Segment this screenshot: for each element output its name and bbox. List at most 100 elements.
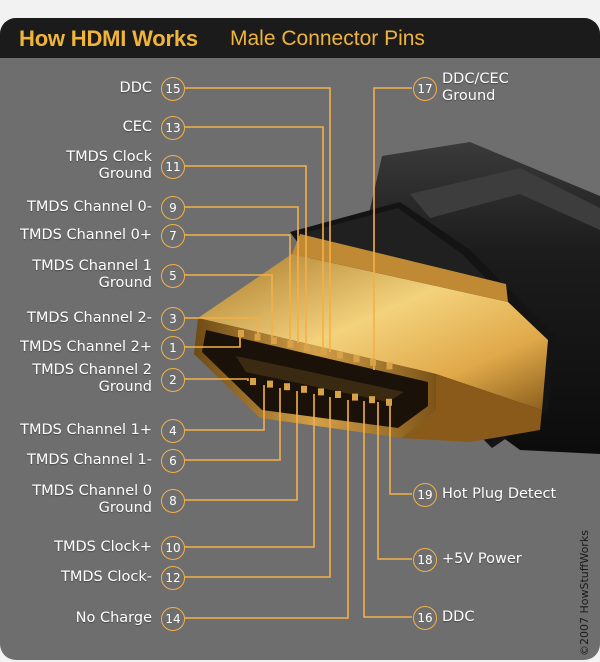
leader-line-pin-17 [373, 87, 412, 370]
pin-label-line1: TMDS Channel 1- [27, 451, 152, 468]
pin-contact [320, 348, 327, 355]
pin-contact [386, 362, 393, 370]
pin-badge-7: 7 [161, 224, 185, 248]
pin-contact [238, 330, 244, 337]
pin-contact [287, 340, 294, 348]
pin-contact [386, 398, 392, 406]
leader-line-pin-13 [184, 126, 324, 349]
pin-badge-6: 6 [161, 449, 185, 473]
pin-label-line1: TMDS Channel 0 [32, 483, 152, 499]
pin-badge-11: 11 [161, 155, 185, 179]
pin-label-line2: Ground [98, 379, 152, 395]
pin-label-9: TMDS Channel 0- [27, 199, 152, 216]
pin-label-18: +5V Power [442, 551, 522, 568]
leader-line-pin-15 [184, 87, 331, 352]
leader-line-pin-14 [184, 400, 349, 619]
pin-label-12: TMDS Clock- [61, 569, 152, 586]
pin-badge-3: 3 [161, 307, 185, 331]
pin-label-line1: No Charge [75, 609, 152, 626]
pin-badge-9: 9 [161, 196, 185, 220]
pin-label-line1: TMDS Channel 1+ [20, 421, 152, 438]
copyright-notice: ©2007 HowStuffWorks [578, 506, 592, 656]
pin-label-4: TMDS Channel 1+ [20, 422, 152, 439]
leader-line-pin-19 [389, 402, 412, 495]
leader-line-pin-8 [184, 391, 298, 501]
pin-label-line1: +5V Power [442, 550, 522, 567]
leader-line-pin-9 [184, 206, 299, 343]
pin-label-10: TMDS Clock+ [54, 539, 152, 556]
pin-label-line1: TMDS Channel 2+ [20, 338, 152, 355]
pin-contact [304, 344, 310, 352]
connector-illustration [184, 87, 600, 619]
pin-label-line1: CEC [122, 118, 152, 135]
pin-label-16: DDC [442, 609, 474, 626]
pin-label-line1: TMDS Channel 2- [27, 309, 152, 326]
pin-badge-4: 4 [161, 419, 185, 443]
pin-contact [353, 355, 360, 363]
pin-badge-18: 18 [413, 548, 437, 572]
pin-badge-1: 1 [161, 336, 185, 360]
pin-badge-17: 17 [413, 77, 437, 101]
title-main: How HDMI Works [19, 26, 198, 51]
pin-badge-10: 10 [161, 536, 185, 560]
leader-line-pin-11 [184, 165, 307, 345]
hdmi-diagram: How HDMI Works Male Connector Pins [0, 18, 600, 660]
pin-badge-12: 12 [161, 566, 185, 590]
pin-contact [254, 333, 261, 341]
pin-label-6: TMDS Channel 1- [27, 452, 152, 469]
pin-label-3: TMDS Channel 2- [27, 310, 152, 327]
pin-badge-5: 5 [161, 264, 185, 288]
pin-badge-15: 15 [161, 77, 185, 101]
pin-badge-8: 8 [161, 489, 185, 513]
leader-line-pin-12 [184, 397, 331, 578]
title-bar: How HDMI Works Male Connector Pins [0, 18, 600, 58]
pin-label-1: TMDS Channel 2+ [20, 339, 152, 356]
pin-label-line1: TMDS Channel 1 [32, 258, 152, 274]
connector-pins [238, 330, 393, 406]
pin-label-15: DDC [120, 80, 152, 97]
pin-label-line1: Hot Plug Detect [442, 485, 557, 502]
pin-label-line1: TMDS Clock- [61, 568, 152, 585]
pin-label-line1: TMDS Channel 2 [32, 362, 152, 378]
pin-label-line1: DDC/CEC [442, 71, 509, 87]
pin-label-line2: Ground [98, 275, 152, 291]
pin-contact [337, 351, 343, 359]
pin-badge-2: 2 [161, 368, 185, 392]
leader-line-pin-4 [184, 385, 265, 431]
pin-contact [370, 358, 376, 366]
pin-contact [284, 383, 290, 391]
pin-label-line1: DDC [442, 608, 475, 625]
pin-label-19: Hot Plug Detect [442, 486, 556, 503]
leader-line-pin-3 [184, 317, 259, 334]
pin-label-line2: Ground [98, 500, 152, 516]
pin-contact [369, 396, 375, 404]
pin-label-line1: DDC [119, 79, 152, 96]
pin-contact [267, 380, 273, 388]
pin-contact [335, 391, 341, 398]
pin-badge-16: 16 [413, 606, 437, 630]
pin-label-7: TMDS Channel 0+ [20, 227, 152, 244]
gold-shell [194, 234, 548, 442]
leader-line-pin-6 [184, 388, 281, 461]
leader-lines [184, 87, 412, 619]
pin-label-line1: TMDS Channel 0+ [20, 226, 152, 243]
pin-label-13: CEC [123, 119, 152, 136]
leader-line-pin-10 [184, 394, 315, 548]
pin-label-14: No Charge [76, 610, 152, 627]
title-subtitle: Male Connector Pins [230, 27, 425, 50]
pin-label-line2: Ground [98, 166, 152, 182]
pin-label-line1: TMDS Clock+ [54, 538, 152, 555]
pin-label-line2: Ground [442, 88, 496, 104]
leader-line-pin-18 [377, 402, 412, 560]
pin-contact [301, 385, 307, 393]
pin-label-line1: TMDS Clock [66, 149, 152, 165]
copyright-text: ©2007 HowStuffWorks [578, 530, 591, 656]
leader-line-pin-5 [184, 274, 273, 337]
pin-badge-14: 14 [161, 607, 185, 631]
pin-contact [271, 337, 277, 345]
